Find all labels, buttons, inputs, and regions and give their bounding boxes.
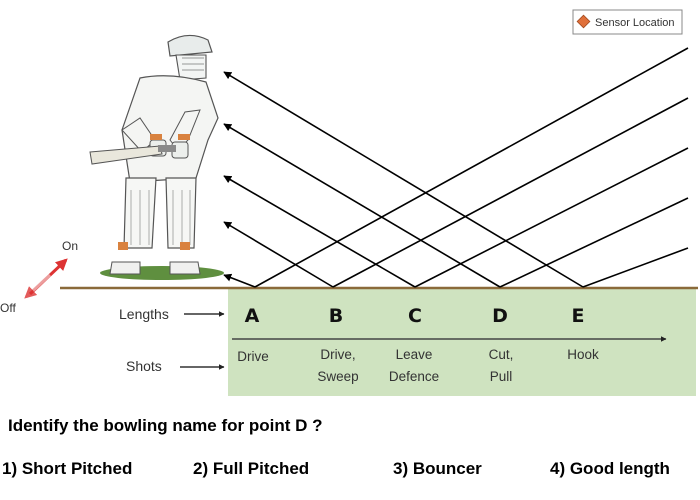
point-d-label: D bbox=[492, 305, 508, 327]
shot-e-line-1: Hook bbox=[567, 347, 599, 362]
point-c-label: C bbox=[408, 305, 422, 327]
shot-a-line-1: Drive bbox=[237, 349, 269, 364]
trajectory-out-e bbox=[223, 71, 584, 288]
option-2[interactable]: 2) Full Pitched bbox=[193, 459, 310, 478]
option-1[interactable]: 1) Short Pitched bbox=[2, 459, 133, 478]
legend-box: Sensor Location bbox=[572, 9, 683, 35]
trajectory-out-c bbox=[223, 175, 416, 288]
trajectory-in-e bbox=[582, 247, 689, 288]
shot-b-line-2: Sweep bbox=[317, 369, 358, 384]
on-label: On bbox=[62, 239, 78, 253]
shots-label: Shots bbox=[126, 358, 162, 374]
on-off-indicator: On Off bbox=[0, 239, 78, 315]
shot-c-line-1: Leave bbox=[396, 347, 433, 362]
question-text: Identify the bowling name for point D ? bbox=[8, 416, 323, 435]
shot-d-line-2: Pull bbox=[490, 369, 513, 384]
shot-c-line-2: Defence bbox=[389, 369, 439, 384]
batsman-figure bbox=[89, 34, 224, 280]
point-b-label: B bbox=[329, 305, 343, 327]
point-a-label: A bbox=[245, 305, 260, 327]
option-4[interactable]: 4) Good length bbox=[550, 459, 670, 478]
trajectory-in-d bbox=[499, 197, 689, 288]
point-e-label: E bbox=[572, 305, 585, 327]
shot-d-line-1: Cut, bbox=[489, 347, 514, 362]
answer-options: 1) Short Pitched 2) Full Pitched 3) Boun… bbox=[0, 459, 700, 483]
shot-b-line-1: Drive, bbox=[320, 347, 355, 362]
trajectory-out-b bbox=[223, 221, 334, 288]
sensor-marker-icon bbox=[576, 14, 591, 29]
off-label: Off bbox=[0, 301, 16, 315]
lengths-label: Lengths bbox=[119, 306, 169, 322]
pitch-band bbox=[228, 288, 696, 396]
trajectory-out-d bbox=[223, 123, 501, 288]
trajectory-in-a bbox=[254, 47, 689, 288]
trajectory-lines bbox=[223, 47, 689, 288]
legend-label: Sensor Location bbox=[595, 17, 675, 29]
option-3[interactable]: 3) Bouncer bbox=[393, 459, 482, 478]
bowling-length-diagram: Sensor Location bbox=[0, 9, 698, 396]
trajectory-in-b bbox=[332, 97, 689, 288]
trajectory-out-a bbox=[223, 273, 256, 288]
